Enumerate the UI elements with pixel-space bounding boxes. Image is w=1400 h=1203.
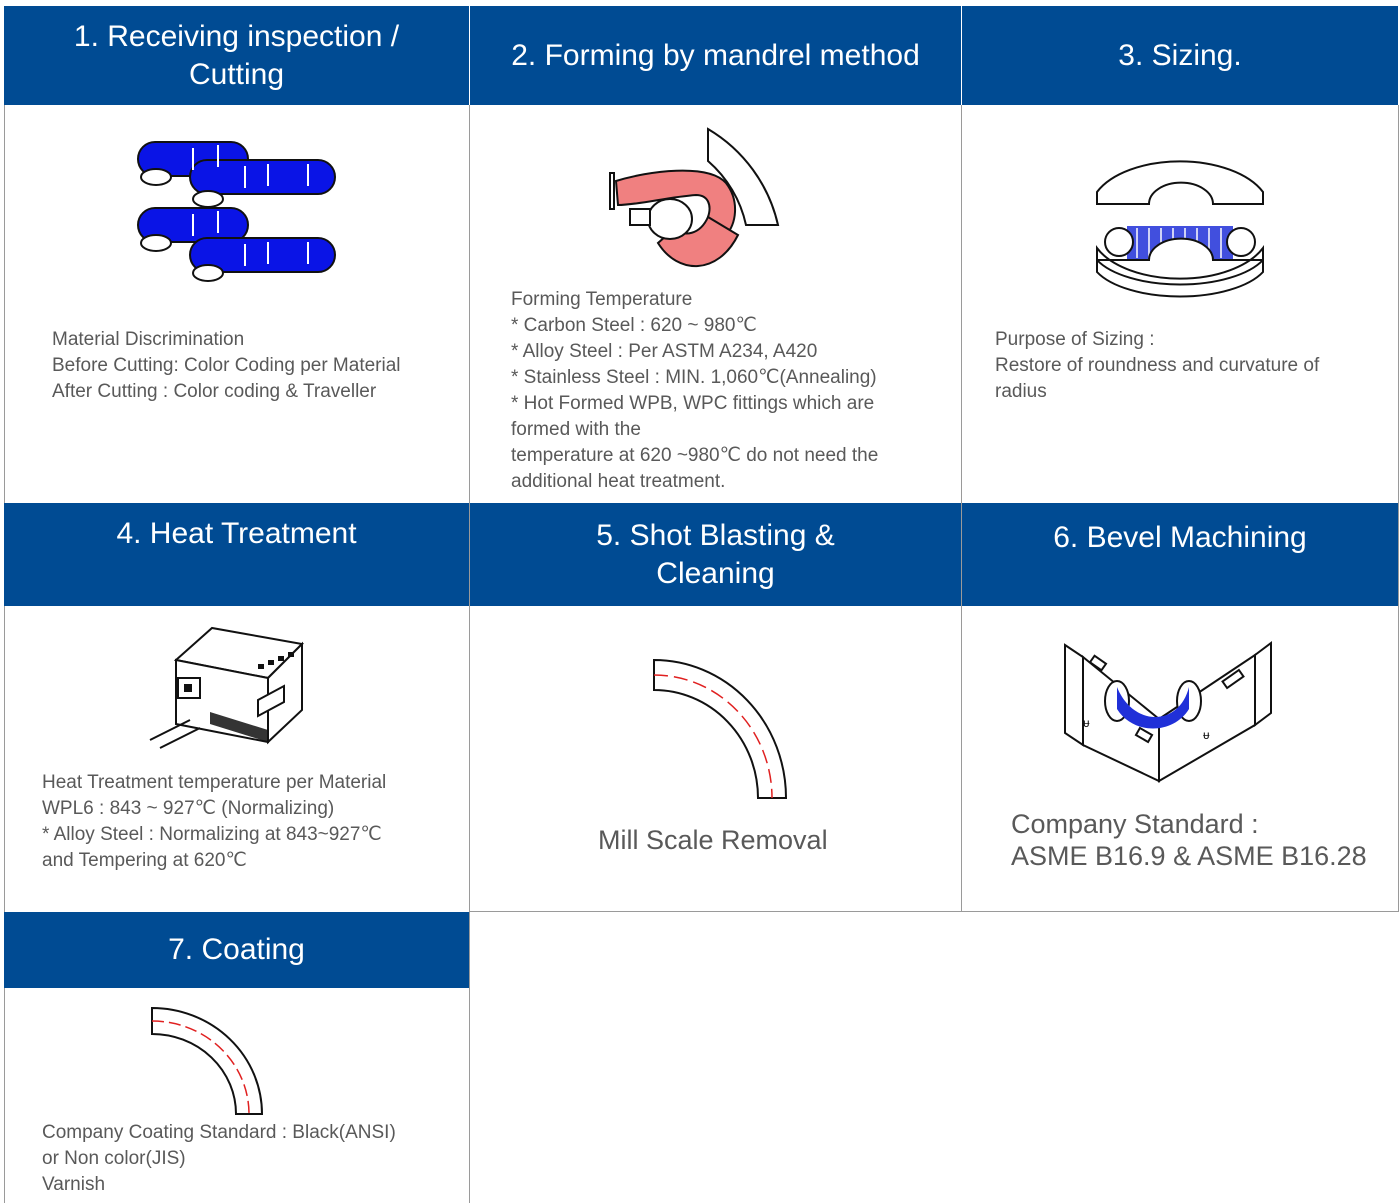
mandrel-forming-icon bbox=[609, 127, 780, 267]
step-2-header: 2. Forming by mandrel method bbox=[470, 6, 961, 105]
step-3-title: 3. Sizing. bbox=[1118, 38, 1242, 72]
step-2-description: Forming Temperature * Carbon Steel : 620… bbox=[511, 287, 878, 495]
step-6-title: 6. Bevel Machining bbox=[1053, 521, 1307, 554]
step-6-description: Company Standard : ASME B16.9 & ASME B16… bbox=[1011, 808, 1367, 872]
desc-line: radius bbox=[995, 381, 1047, 402]
svg-text:ᵾ: ᵾ bbox=[1083, 716, 1090, 730]
desc-line: * Alloy Steel : Normalizing at 843~927℃ bbox=[42, 824, 382, 845]
desc-line: Purpose of Sizing : bbox=[995, 329, 1155, 350]
desc-line: Forming Temperature bbox=[511, 289, 693, 310]
step-7-description: Company Coating Standard : Black(ANSI) o… bbox=[42, 1120, 396, 1198]
step-7-header: 7. Coating bbox=[4, 912, 469, 988]
desc-line: Material Discrimination bbox=[52, 329, 245, 350]
step-4-header: 4. Heat Treatment bbox=[4, 503, 469, 606]
desc-line: Heat Treatment temperature per Material bbox=[42, 772, 387, 793]
grid-divider bbox=[469, 105, 470, 1203]
desc-line: temperature at 620 ~980℃ do not need the bbox=[511, 445, 879, 466]
desc-line: * Carbon Steel : 620 ~ 980℃ bbox=[511, 315, 757, 336]
desc-line: Company Standard : bbox=[1011, 809, 1259, 839]
step-5-title-line: Cleaning bbox=[656, 556, 775, 590]
step-4-description: Heat Treatment temperature per Material … bbox=[42, 770, 386, 874]
cut-pipes-icon bbox=[137, 141, 336, 282]
grid-divider bbox=[4, 105, 5, 1203]
step-5-description: Mill Scale Removal bbox=[598, 823, 828, 857]
step-1-description: Material Discrimination Before Cutting: … bbox=[52, 327, 401, 405]
elbow-icon bbox=[653, 658, 788, 799]
step-6-header: 6. Bevel Machining bbox=[962, 503, 1398, 606]
desc-line: additional heat treatment. bbox=[511, 471, 726, 492]
step-1-header: 1. Receiving inspection / Cutting bbox=[4, 6, 469, 105]
sizing-die-icon bbox=[1096, 160, 1264, 298]
step-5-title-line: 5. Shot Blasting & bbox=[596, 518, 835, 552]
step-5-header: 5. Shot Blasting & Cleaning bbox=[470, 503, 961, 606]
desc-line: ASME B16.9 & ASME B16.28 bbox=[1011, 841, 1367, 871]
desc-line: WPL6 : 843 ~ 927℃ (Normalizing) bbox=[42, 798, 335, 819]
desc-line: or Non color(JIS) bbox=[42, 1148, 186, 1169]
svg-text:ᵾ: ᵾ bbox=[1203, 728, 1210, 742]
step-1-title-line: 1. Receiving inspection / bbox=[73, 19, 400, 53]
bevel-machine-icon: ᵾ ᵾ bbox=[1064, 641, 1272, 783]
step-3-description: Purpose of Sizing : Restore of roundness… bbox=[995, 327, 1319, 405]
step-7-title: 7. Coating bbox=[168, 933, 305, 966]
desc-line: Company Coating Standard : Black(ANSI) bbox=[42, 1122, 396, 1143]
grid-divider bbox=[961, 105, 962, 912]
desc-line: * Stainless Steel : MIN. 1,060℃(Annealin… bbox=[511, 367, 877, 388]
step-1-title-line: Cutting bbox=[188, 57, 285, 91]
grid-divider bbox=[1398, 105, 1399, 912]
desc-line: and Tempering at 620℃ bbox=[42, 850, 247, 871]
desc-line: After Cutting : Color coding & Traveller bbox=[52, 381, 377, 402]
desc-line: * Hot Formed WPB, WPC fittings which are bbox=[511, 393, 875, 414]
desc-line: Varnish bbox=[42, 1174, 106, 1195]
desc-line: * Alloy Steel : Per ASTM A234, A420 bbox=[511, 341, 818, 362]
step-3-header: 3. Sizing. bbox=[962, 6, 1398, 105]
step-4-title: 4. Heat Treatment bbox=[116, 517, 357, 550]
coated-elbow-icon bbox=[151, 1006, 264, 1115]
desc-line: Mill Scale Removal bbox=[598, 825, 828, 855]
furnace-icon bbox=[149, 626, 305, 749]
desc-line: Before Cutting: Color Coding per Materia… bbox=[52, 355, 401, 376]
desc-line: Restore of roundness and curvature of bbox=[995, 355, 1320, 376]
desc-line: formed with the bbox=[511, 419, 641, 440]
grid-divider bbox=[470, 911, 1399, 912]
step-2-title: 2. Forming by mandrel method bbox=[511, 38, 920, 72]
